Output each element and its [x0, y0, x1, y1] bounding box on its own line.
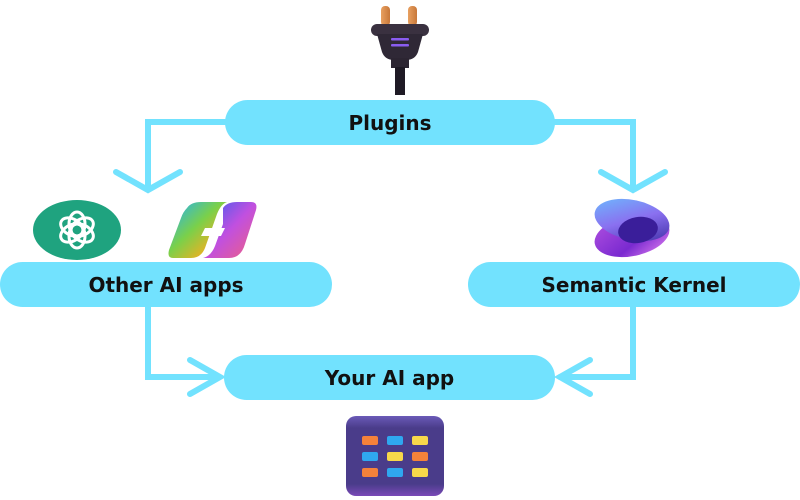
arrowhead-semantic-kernel [598, 169, 668, 194]
copilot-logo-icon [168, 202, 257, 258]
node-semantic-kernel-label: Semantic Kernel [541, 272, 727, 297]
connector-other-ai-apps-to-your-ai-app [145, 302, 221, 380]
node-plugins-label: Plugins [348, 110, 432, 135]
arrowhead-your-ai-app-left [187, 357, 227, 397]
openai-logo-icon [33, 200, 121, 260]
node-plugins: Plugins [225, 100, 555, 145]
power-plug-icon [371, 6, 429, 95]
node-semantic-kernel: Semantic Kernel [468, 262, 800, 307]
node-other-ai-apps: Other AI apps [0, 262, 332, 307]
node-other-ai-apps-label: Other AI apps [88, 272, 244, 297]
connector-plugins-to-semantic-kernel [549, 119, 636, 191]
arrowhead-other-ai-apps [113, 169, 183, 194]
arrowhead-your-ai-app-right [553, 357, 593, 397]
app-grid-icon [346, 416, 444, 496]
connector-semantic-kernel-to-your-ai-app [557, 302, 636, 380]
connector-plugins-to-other-ai-apps [145, 119, 231, 191]
node-your-ai-app: Your AI app [224, 355, 555, 400]
node-your-ai-app-label: Your AI app [324, 365, 455, 390]
semantic-kernel-logo-icon [594, 198, 670, 258]
